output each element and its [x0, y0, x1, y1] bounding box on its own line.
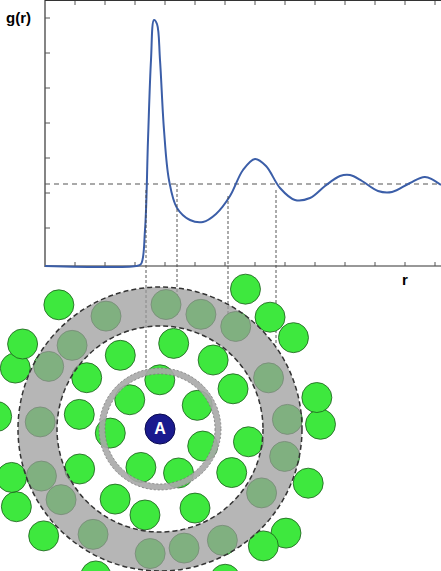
- tick: [285, 262, 286, 266]
- tick: [345, 1, 346, 5]
- particle: [302, 383, 332, 413]
- tick: [225, 262, 226, 266]
- shell-edge: [99, 368, 221, 490]
- unity-line: [45, 183, 441, 184]
- top-frame: [45, 0, 441, 1]
- tick: [435, 1, 436, 5]
- central-atom: A: [144, 413, 176, 445]
- tick: [165, 1, 166, 5]
- particle: [44, 290, 74, 320]
- particle: [159, 328, 189, 358]
- shell-edge: [105, 374, 215, 484]
- particle: [198, 345, 228, 375]
- inner-shell: [99, 368, 221, 490]
- particle: [217, 458, 247, 488]
- tick: [45, 193, 50, 194]
- tick: [105, 1, 106, 5]
- tick: [405, 262, 406, 266]
- tick: [195, 262, 196, 266]
- outer-shell: [18, 287, 302, 571]
- particle: [305, 409, 335, 439]
- tick: [345, 262, 346, 266]
- particle: [29, 521, 59, 551]
- guide-line: [146, 190, 147, 372]
- tick: [105, 262, 106, 266]
- particle: [230, 274, 260, 304]
- tick: [255, 262, 256, 266]
- plot: [45, 0, 441, 267]
- particle: [233, 427, 263, 457]
- tick: [195, 1, 196, 5]
- axis-label: r: [402, 272, 408, 287]
- particle: [210, 564, 240, 571]
- tick: [45, 53, 50, 54]
- particle: [278, 323, 308, 353]
- atom-label: A: [154, 421, 166, 437]
- tick: [285, 1, 286, 5]
- tick: [135, 1, 136, 5]
- guide-line: [228, 196, 229, 322]
- tick: [435, 262, 436, 266]
- particle: [0, 401, 12, 431]
- tick: [75, 1, 76, 5]
- particle: [218, 374, 248, 404]
- shell-edge: [18, 287, 302, 571]
- tick: [75, 262, 76, 266]
- atom-fill: [145, 414, 175, 444]
- tick: [45, 228, 50, 229]
- tick: [45, 18, 50, 19]
- particle: [130, 500, 160, 530]
- particle: [293, 468, 323, 498]
- axis-label: g(r): [6, 10, 31, 25]
- particle: [0, 462, 27, 492]
- tick: [225, 1, 226, 5]
- tick: [375, 1, 376, 5]
- gr-curve: [45, 20, 441, 267]
- particle: [81, 561, 111, 571]
- tick: [315, 1, 316, 5]
- tick: [45, 158, 50, 159]
- tick: [405, 1, 406, 5]
- particle: [100, 484, 130, 514]
- particle: [64, 399, 94, 429]
- particle: [8, 329, 38, 359]
- particle: [105, 340, 135, 370]
- shell-edge: [57, 326, 263, 532]
- tick: [255, 1, 256, 5]
- tick: [375, 262, 376, 266]
- tick: [45, 88, 50, 89]
- tick: [315, 262, 316, 266]
- particles: [0, 274, 335, 571]
- particle: [1, 492, 31, 522]
- particle: [180, 493, 210, 523]
- y-axis: [44, 0, 45, 267]
- tick: [45, 123, 50, 124]
- tick: [165, 262, 166, 266]
